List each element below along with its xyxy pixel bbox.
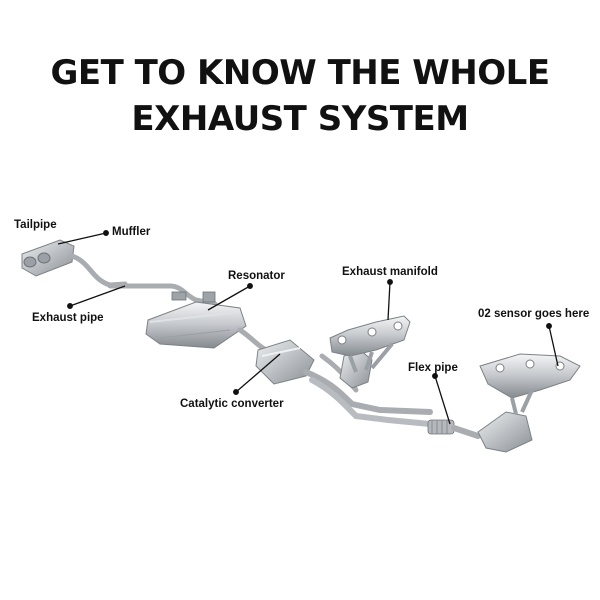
flex-pipe-part <box>427 419 481 439</box>
exhaust-pipe-part <box>107 283 218 307</box>
label-catalytic-converter: Catalytic converter <box>180 398 284 410</box>
leader-dot-muffler <box>103 230 109 236</box>
leader-muffler <box>57 232 107 245</box>
leader-dot-resonator <box>247 283 253 289</box>
catalytic-converter-part <box>255 339 315 385</box>
page-title: GET TO KNOW THE WHOLE EXHAUST SYSTEM <box>0 50 600 142</box>
tailpipe-muffler-part <box>21 239 128 288</box>
leader-o2-sensor <box>548 325 559 367</box>
label-exhaust-manifold: Exhaust manifold <box>342 266 438 278</box>
label-flex-pipe: Flex pipe <box>408 362 458 374</box>
leader-dot-o2-sensor <box>546 323 552 329</box>
label-tailpipe: Tailpipe <box>14 219 57 231</box>
leader-dot-exhaust-manifold <box>387 279 393 285</box>
label-o2-sensor: 02 sensor goes here <box>478 308 590 320</box>
leader-dot-catalytic-converter <box>233 389 239 395</box>
leader-resonator <box>207 285 251 311</box>
title-line-2: EXHAUST SYSTEM <box>131 99 469 139</box>
exhaust-manifold-part <box>329 315 411 373</box>
leader-lines <box>57 230 559 425</box>
leader-flex-pipe <box>434 375 451 425</box>
leader-dot-flex-pipe <box>432 373 438 379</box>
right-manifold-part <box>479 353 581 415</box>
label-resonator: Resonator <box>228 270 285 282</box>
resonator-part <box>145 301 247 349</box>
label-exhaust-pipe: Exhaust pipe <box>32 312 104 324</box>
title-line-1: GET TO KNOW THE WHOLE <box>50 53 550 93</box>
leader-exhaust-pipe <box>69 285 126 307</box>
leader-catalytic-converter <box>235 353 281 393</box>
leader-dot-exhaust-pipe <box>67 303 73 309</box>
leader-exhaust-manifold <box>387 281 391 321</box>
mid-pipe <box>237 327 269 353</box>
label-muffler: Muffler <box>112 226 151 238</box>
